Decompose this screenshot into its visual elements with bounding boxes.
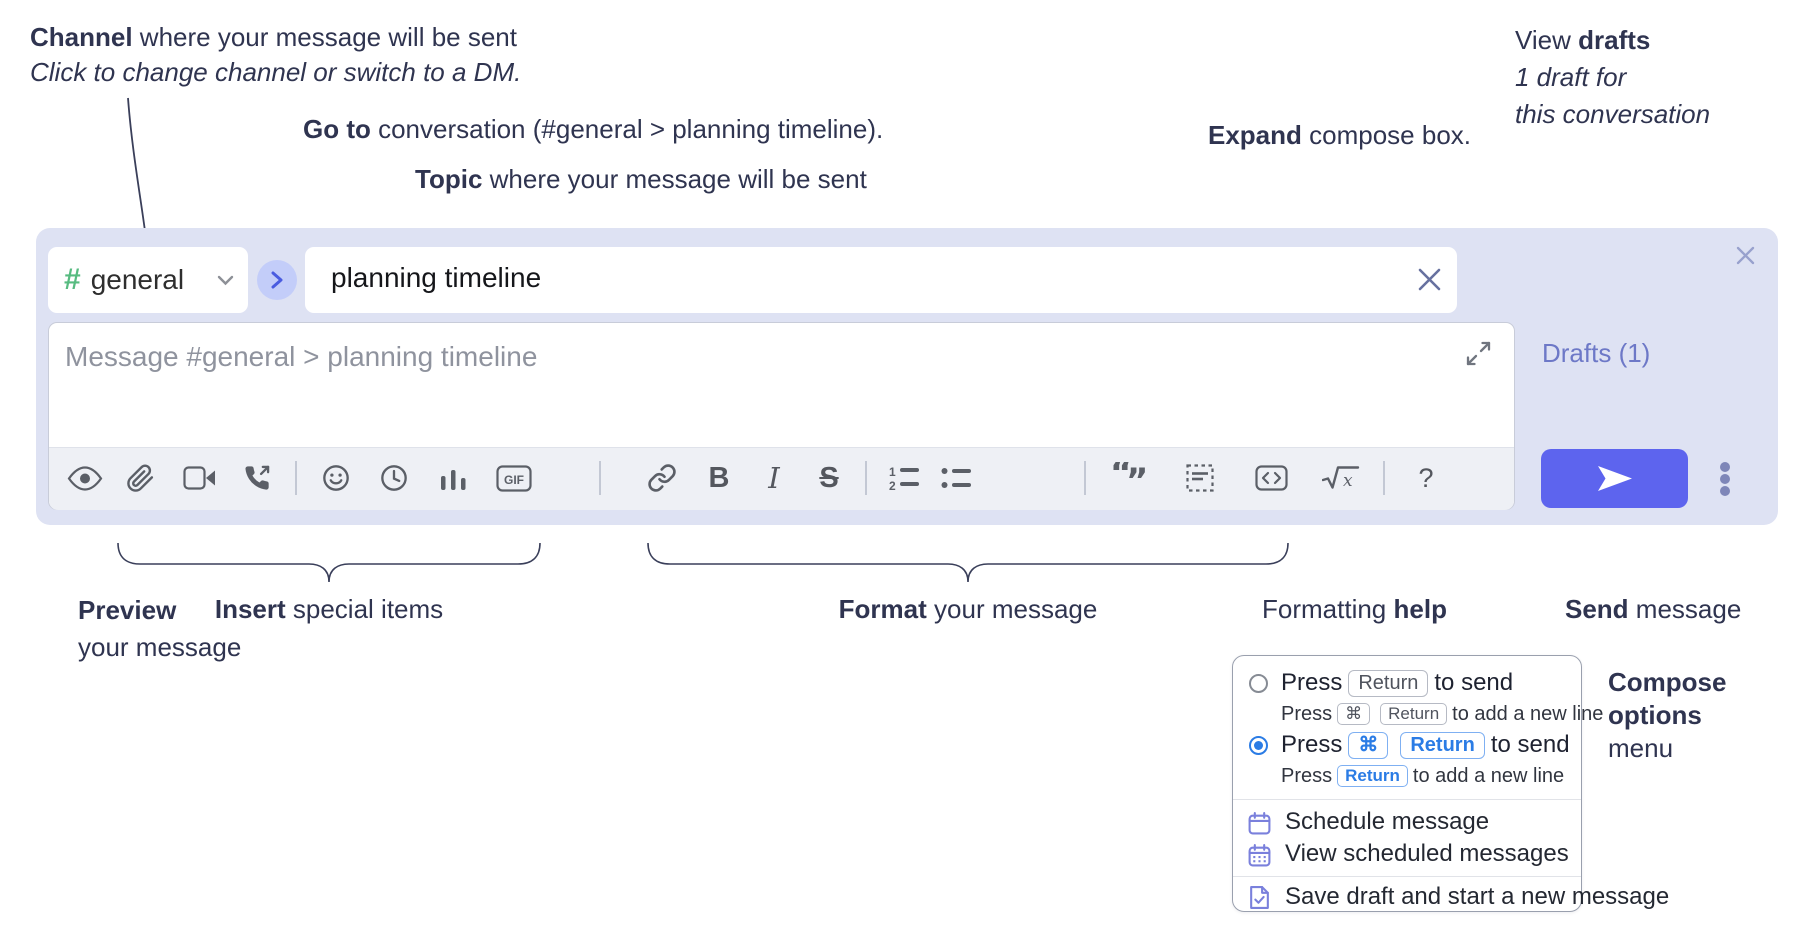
svg-text:GIF: GIF [504,473,524,487]
strikethrough-icon[interactable]: S [819,461,839,494]
bulleted-list-icon[interactable] [934,460,978,496]
channel-selector[interactable]: # general [48,247,248,313]
bold-icon[interactable]: B [708,461,730,494]
voice-call-icon[interactable] [235,460,279,496]
spoiler-icon[interactable] [1178,460,1222,496]
key-return: Return [1348,670,1429,697]
key-return: Return [1380,703,1448,725]
svg-text:1: 1 [889,465,896,479]
topic-annotation: Topic where your message will be sent [415,164,867,194]
preview-annotation: Preview your message [78,595,242,662]
svg-text:x: x [1343,471,1353,491]
toolbar-separator [295,461,297,495]
compose-options-menu-icon[interactable] [1720,462,1730,496]
arrow-channel [127,97,151,242]
draft-document-icon [1248,885,1271,910]
drafts-link[interactable]: Drafts (1) [1542,338,1651,368]
send-icon [1597,466,1632,491]
topic-value: planning timeline [331,262,542,293]
gif-icon[interactable]: GIF [492,460,536,496]
attach-file-icon[interactable] [118,460,162,496]
brace-insert [117,542,541,583]
math-icon[interactable]: x [1319,460,1363,496]
calendar-icon [1247,811,1272,836]
toolbar-separator [1383,461,1385,495]
menu-item-schedule-message[interactable]: Schedule message [1233,808,1581,840]
channel-annotation: Channel where your message will be sent … [30,22,522,87]
channel-name: general [90,264,185,295]
preview-icon[interactable] [63,460,107,496]
popup-divider [1233,799,1581,800]
key-cmd: ⌘ [1337,703,1371,725]
chevron-right-icon [271,271,283,289]
key-return: Return [1400,732,1485,759]
topic-input[interactable]: planning timeline [305,247,1457,313]
numbered-list-icon[interactable]: 1 2 [882,460,926,496]
menu-item-save-draft[interactable]: Save draft and start a new message [1233,883,1669,915]
emoji-icon[interactable] [314,460,358,496]
calendar-grid-icon [1247,843,1272,868]
toolbar-separator [599,461,601,495]
poll-icon[interactable] [431,460,475,496]
compose-toolbar [49,447,1514,510]
svg-text:2: 2 [889,479,896,491]
insert-annotation: Insert special items [214,594,444,624]
svg-text:“: “ [1110,462,1132,493]
code-icon[interactable] [1249,460,1293,496]
key-return: Return [1337,765,1408,787]
radio-return-to-send[interactable] [1249,674,1268,693]
quote-icon[interactable]: “ ” [1108,460,1152,496]
expand-annotation: Expand compose box. [1208,120,1472,150]
toolbar-separator [1084,461,1086,495]
format-annotation: Format your message [838,594,1098,624]
svg-text:”: ” [1126,462,1148,494]
video-call-icon[interactable] [177,460,221,496]
send-button[interactable] [1541,449,1688,508]
toolbar-separator [865,461,867,495]
message-placeholder: Message #general > planning timeline [65,341,538,372]
goto-annotation: Go to conversation (#general > planning … [303,114,884,144]
compose-options-annotation: Compose options menu [1608,667,1727,763]
brace-format [647,542,1289,583]
drafts-annotation: View drafts 1 draft for this conversatio… [1515,25,1711,129]
radio-cmd-return-to-send[interactable] [1249,736,1268,755]
send-annotation: Send message [1565,594,1742,624]
menu-item-view-scheduled[interactable]: View scheduled messages [1233,840,1581,872]
channel-hash-icon: # [64,263,81,296]
italic-icon[interactable]: I [768,461,780,495]
message-input[interactable]: Message #general > planning timeline [48,322,1515,510]
expand-compose-icon[interactable] [1465,340,1492,367]
link-icon[interactable] [640,460,684,496]
global-time-icon[interactable] [372,460,416,496]
popup-divider [1233,876,1581,877]
help-icon[interactable]: ? [1418,462,1434,493]
close-compose-icon[interactable] [1735,245,1756,266]
key-cmd: ⌘ [1348,732,1389,759]
goto-conversation-button[interactable] [257,260,297,300]
clear-topic-icon[interactable] [1416,266,1443,293]
chevron-down-icon [217,275,234,286]
formatting-help-annotation: Formatting help [1262,594,1447,624]
